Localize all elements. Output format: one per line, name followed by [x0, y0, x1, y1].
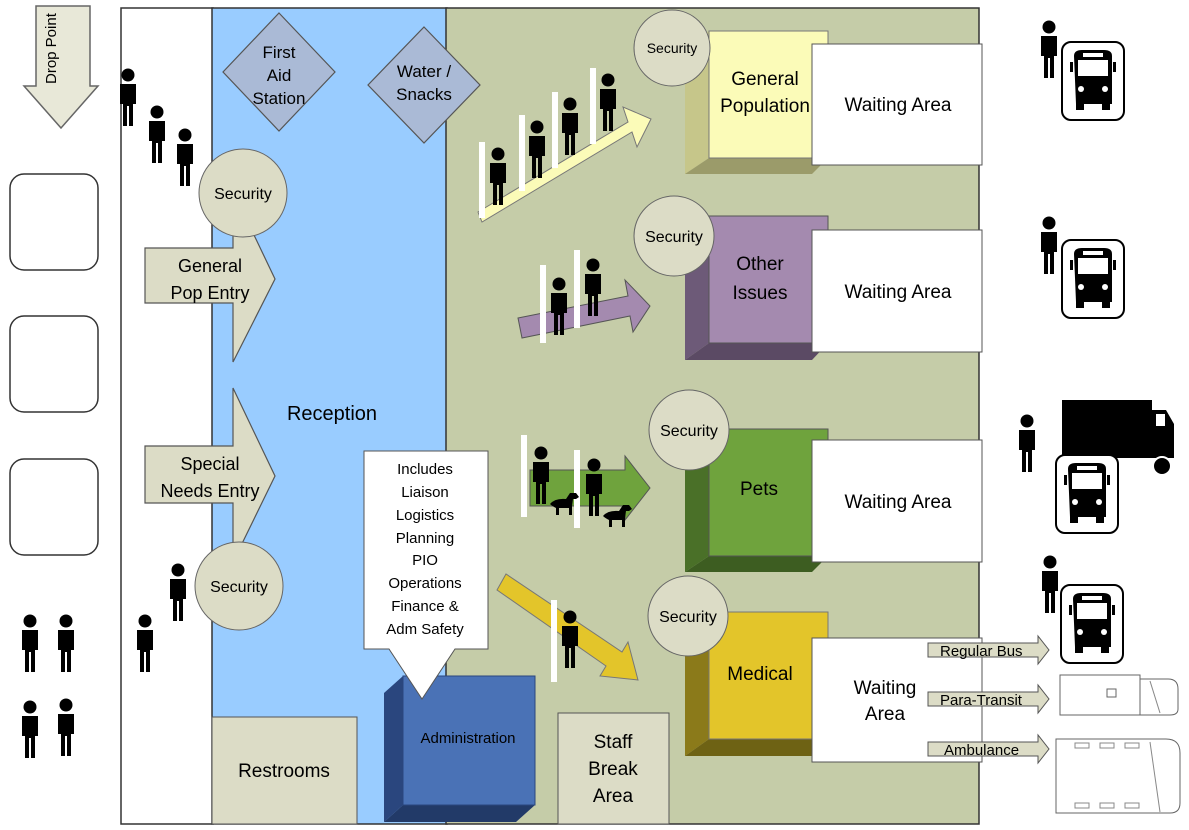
security-general-population: Security	[633, 9, 711, 87]
security-entry-bottom: Security	[194, 541, 284, 631]
general-population-label-1: General	[731, 69, 799, 90]
pets-zone: Pets	[685, 428, 829, 572]
transport-regular-bus: Regular Bus	[927, 634, 1050, 666]
water-label-1: Water /	[397, 62, 451, 81]
first-aid-station: First Aid Station	[222, 12, 336, 132]
general-pop-label-1: General	[178, 256, 242, 276]
entry-corridor	[120, 7, 214, 825]
other-issues-queue	[540, 250, 601, 343]
drop-point-people	[22, 614, 74, 758]
para-transit-van-icon	[1059, 674, 1179, 716]
callout-line-4: Planning	[396, 530, 454, 547]
security-label: Security	[660, 423, 718, 440]
security-label: Security	[210, 579, 268, 596]
callout-line-2: Liaison	[401, 484, 449, 501]
general-population-queue	[479, 68, 616, 218]
bus-sign-1	[1041, 20, 1125, 121]
first-aid-label-3: Station	[253, 89, 306, 108]
drop-slot-2	[9, 315, 99, 413]
special-needs-label-2: Needs Entry	[160, 481, 259, 501]
pets-label: Pets	[740, 479, 778, 500]
callout-line-7: Finance &	[391, 598, 459, 615]
drop-slot-1	[9, 173, 99, 271]
water-label-2: Snacks	[396, 85, 452, 104]
general-pop-label-2: Pop Entry	[170, 283, 249, 303]
callout-line-6: Operations	[388, 575, 461, 592]
callout-line-5: PIO	[412, 552, 438, 569]
ambulance-icon	[1055, 738, 1181, 814]
security-label: Security	[647, 40, 698, 56]
staff-break-label-1: Staff	[594, 732, 633, 753]
bus-sign-2	[1041, 216, 1125, 319]
other-issues-label-2: Issues	[733, 283, 788, 304]
medical-label: Medical	[727, 664, 792, 685]
security-pets: Security	[648, 389, 730, 471]
waiting-label-other: Waiting Area	[844, 282, 951, 303]
callout-line-1: Includes	[397, 461, 453, 478]
waiting-label-medical-2: Area	[865, 704, 906, 725]
security-entry-top: Security	[198, 148, 288, 238]
waiting-area-pets: Waiting Area	[811, 439, 983, 563]
general-population-label-2: Population	[720, 96, 810, 117]
administration-label: Administration	[420, 730, 515, 747]
waiting-label-pets: Waiting Area	[844, 492, 951, 513]
security-label: Security	[645, 229, 703, 246]
staff-break-label-3: Area	[593, 786, 634, 807]
bus-sign-medical	[1042, 555, 1124, 664]
staff-break-area: Staff Break Area	[557, 712, 670, 825]
drop-slot-3	[9, 458, 99, 556]
special-needs-entry-arrow: Special Needs Entry	[144, 387, 276, 563]
reception-label: Reception	[287, 403, 377, 425]
truck-and-bus	[1019, 400, 1174, 534]
security-label: Security	[214, 186, 272, 203]
other-issues-label-1: Other	[736, 254, 784, 275]
special-needs-label-1: Special	[180, 454, 239, 474]
first-aid-label-1: First	[262, 43, 295, 62]
regular-bus-label: Regular Bus	[940, 643, 1023, 660]
general-population-flow-arrow	[477, 106, 652, 223]
transport-ambulance: Ambulance	[927, 733, 1050, 765]
restrooms: Restrooms	[211, 716, 358, 825]
staff-break-label-2: Break	[588, 759, 638, 780]
pets-queue	[521, 435, 632, 528]
restrooms-label: Restrooms	[238, 761, 330, 782]
callout-line-3: Logistics	[396, 507, 454, 524]
ambulance-label: Ambulance	[944, 742, 1019, 759]
waiting-area-other: Waiting Area	[811, 229, 983, 353]
drop-point-label: Drop Point	[43, 12, 60, 84]
waiting-label-general: Waiting Area	[844, 95, 951, 116]
medical-queue	[551, 600, 578, 682]
security-label: Security	[659, 609, 717, 626]
callout-line-8: Adm Safety	[386, 621, 464, 638]
waiting-label-medical-1: Waiting	[854, 678, 917, 699]
transport-para-transit: Para-Transit	[927, 683, 1050, 715]
admin-callout: Includes Liaison Logistics Planning PIO …	[363, 450, 489, 700]
medical-zone: Medical	[685, 611, 829, 756]
para-transit-label: Para-Transit	[940, 692, 1023, 709]
water-snacks-station: Water / Snacks	[367, 26, 481, 144]
drop-point-arrow: Drop Point	[22, 5, 100, 130]
administration: Administration	[384, 675, 536, 822]
waiting-area-general: Waiting Area	[811, 43, 983, 166]
security-other-issues: Security	[633, 195, 715, 277]
security-medical: Security	[647, 575, 729, 657]
first-aid-label-2: Aid	[267, 66, 292, 85]
